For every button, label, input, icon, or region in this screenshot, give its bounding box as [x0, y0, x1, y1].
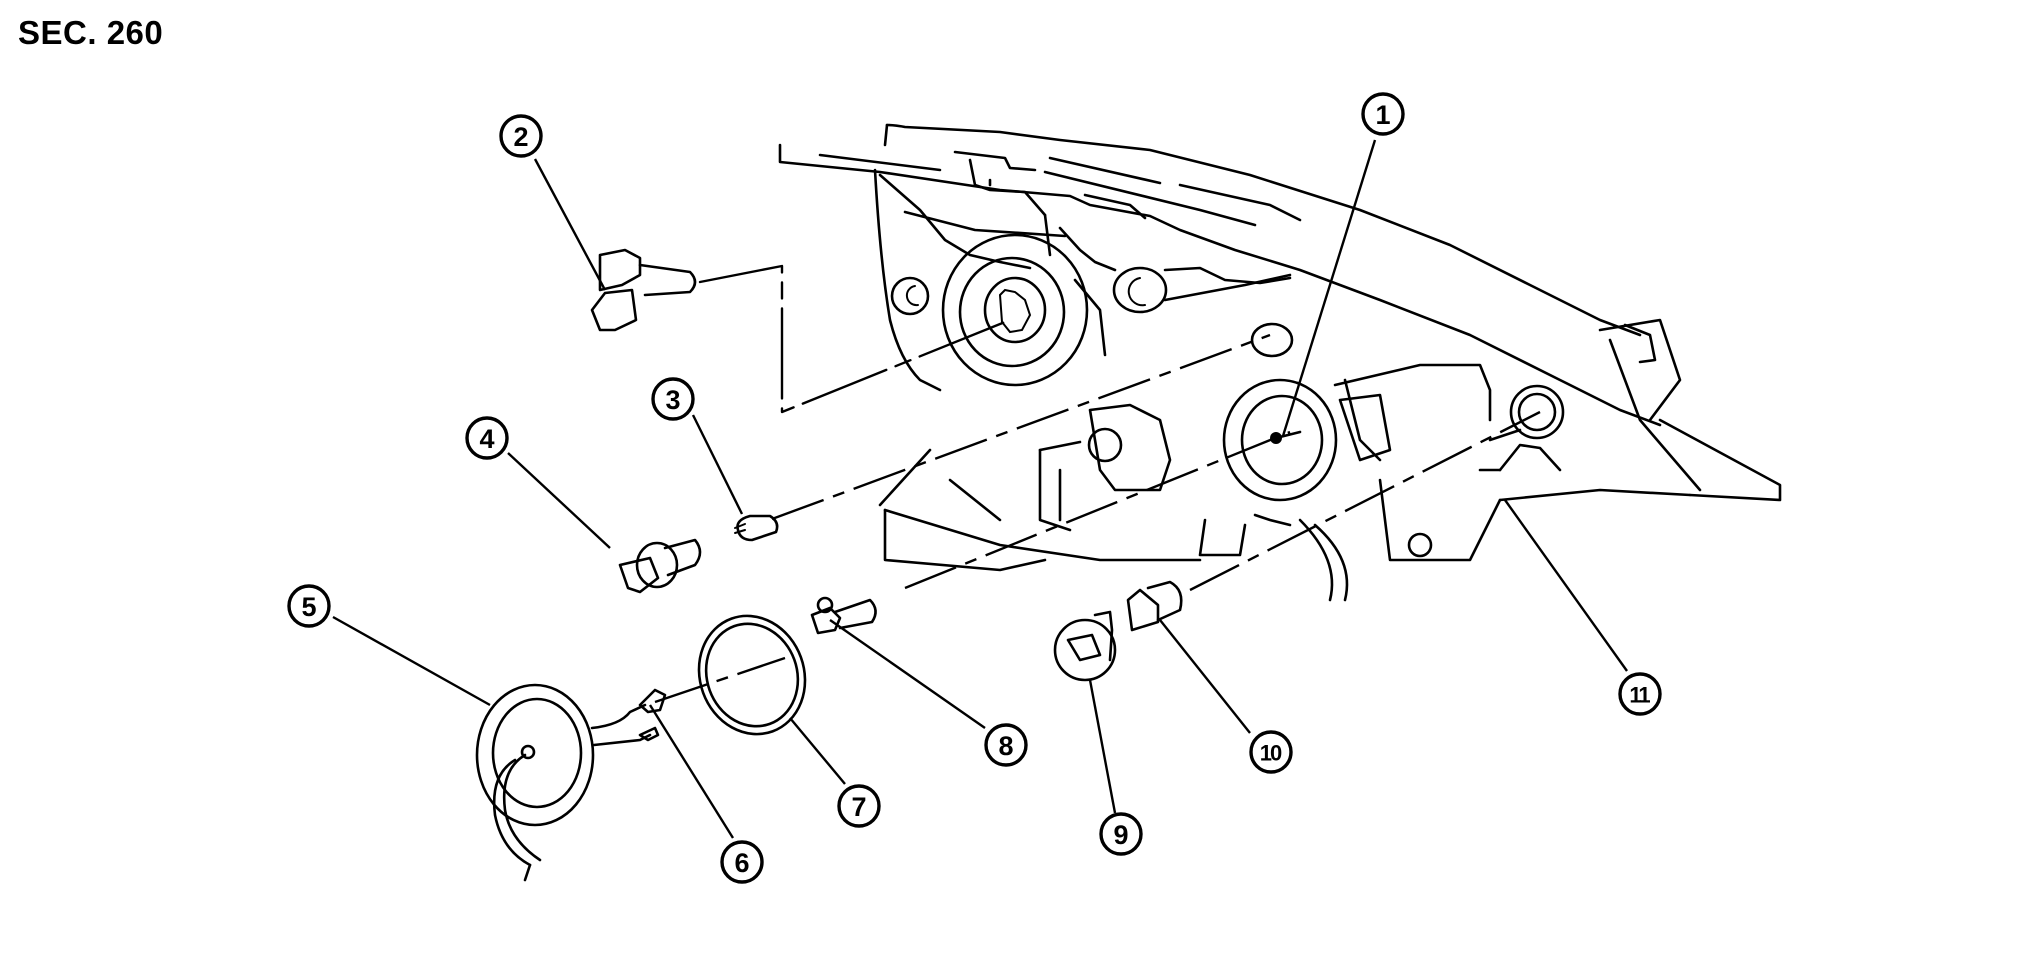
- leader-lines: [332, 139, 1628, 839]
- callout-4: 4: [465, 416, 509, 460]
- callout-11: 11: [1618, 672, 1662, 716]
- part-socket-cover: [475, 683, 660, 882]
- callout-1: 1: [1361, 92, 1405, 136]
- callout-label: 2: [513, 122, 528, 152]
- part-h-bulb: [810, 596, 877, 635]
- assembly-lines: [654, 264, 1541, 704]
- callout-label: 11: [1629, 683, 1650, 708]
- callout-3: 3: [651, 377, 695, 421]
- part-wedge-bulb: [734, 514, 779, 542]
- callout-label: 1: [1375, 100, 1390, 130]
- part-o-ring: [697, 614, 807, 736]
- callout-7: 7: [837, 784, 881, 828]
- headlamp-housing: [778, 123, 1782, 602]
- part-bulb-socket: [618, 538, 702, 594]
- part-connector: [638, 688, 667, 714]
- callout-label: 7: [851, 792, 866, 822]
- callout-label: 8: [998, 731, 1013, 761]
- callout-label: 5: [301, 592, 316, 622]
- callout-label: 4: [479, 424, 494, 454]
- callout-5: 5: [287, 584, 331, 628]
- callout-10: 10: [1249, 730, 1293, 774]
- callout-label: 6: [734, 848, 749, 878]
- part-hb-bulb: [590, 248, 697, 332]
- callout-2: 2: [499, 114, 543, 158]
- part-socket: [1053, 610, 1117, 682]
- callout-label: 9: [1113, 820, 1128, 850]
- callout-label: 10: [1260, 741, 1282, 766]
- callout-8: 8: [984, 723, 1028, 767]
- section-number: SEC. 260: [18, 14, 164, 51]
- callout-9: 9: [1099, 812, 1143, 856]
- callout-label: 3: [665, 385, 680, 415]
- callout-6: 6: [720, 840, 764, 884]
- part-wedge-bulb-2: [1126, 580, 1183, 632]
